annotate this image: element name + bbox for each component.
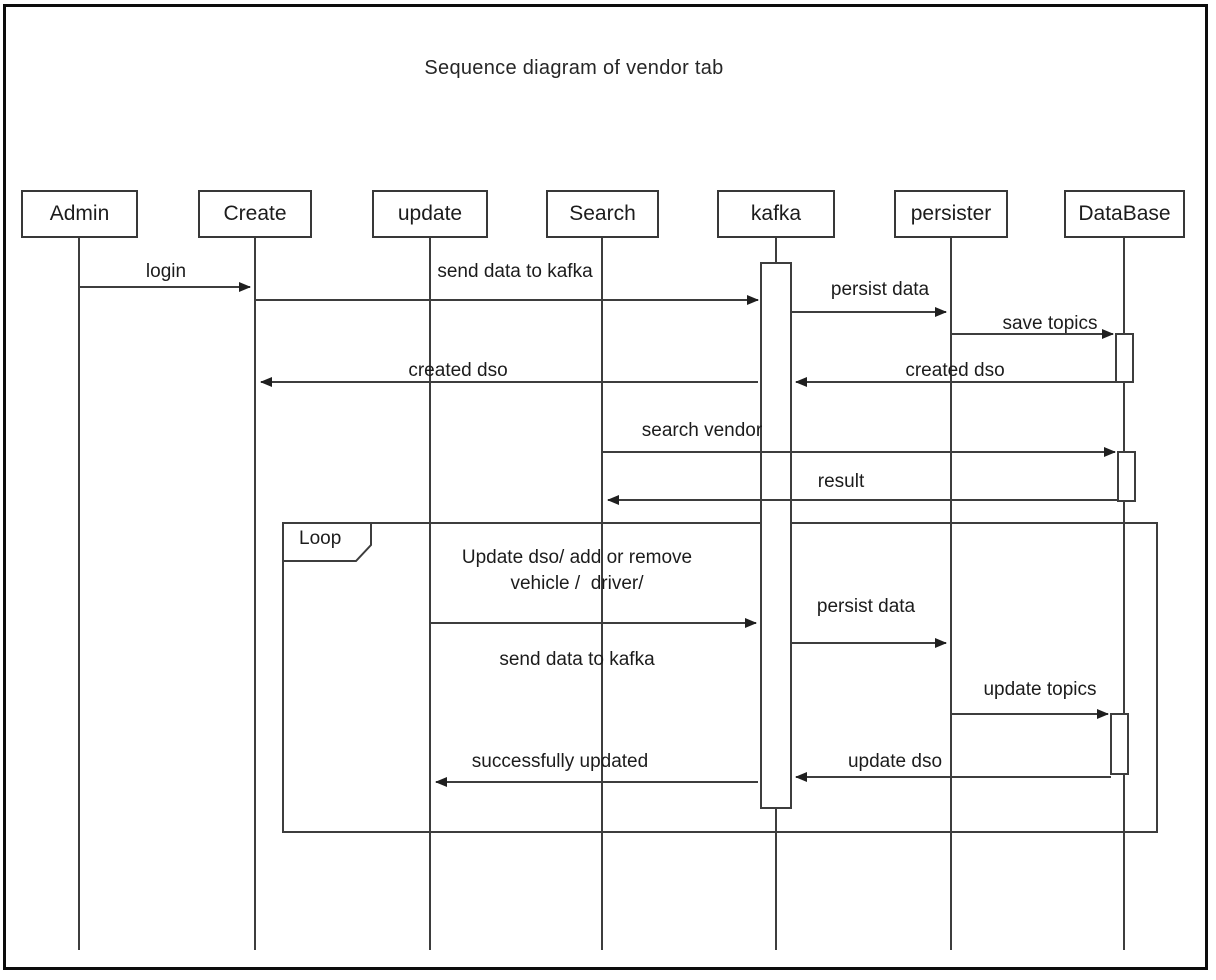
- message-label-update-dso: update dso: [847, 751, 943, 772]
- loop-tab: [283, 523, 372, 562]
- participant-create-label: Create: [223, 202, 287, 225]
- participant-persister: persister: [894, 190, 1008, 238]
- participant-update: update: [372, 190, 488, 238]
- participant-database: DataBase: [1064, 190, 1185, 238]
- activation-database-search: [1117, 451, 1136, 502]
- message-label-persist-data-2: persist data: [816, 596, 916, 617]
- diagram-outer-border: [3, 4, 1208, 970]
- participant-search-label: Search: [569, 202, 636, 225]
- participant-kafka: kafka: [717, 190, 835, 238]
- message-label-search-vendor: search vendor: [641, 420, 763, 441]
- message-label-successfully-updated: successfully updated: [471, 751, 649, 772]
- participant-create: Create: [198, 190, 312, 238]
- loop-operator-label: Loop: [299, 528, 342, 549]
- message-label-created-dso-right: created dso: [905, 360, 1005, 381]
- message-label-send-data-to-kafka-2: send data to kafka: [499, 649, 655, 670]
- participant-admin: Admin: [21, 190, 138, 238]
- message-label-persist-data-1: persist data: [830, 279, 930, 300]
- activation-database-update: [1110, 713, 1129, 775]
- loop-frame: [282, 522, 1158, 833]
- message-label-send-data-to-kafka: send data to kafka: [437, 261, 593, 282]
- message-label-login: login: [145, 261, 187, 282]
- message-label-result: result: [817, 471, 865, 492]
- participant-search: Search: [546, 190, 659, 238]
- message-label-update-request-line1: Update dso/ add or remove: [461, 547, 693, 568]
- participant-kafka-label: kafka: [750, 202, 802, 225]
- participant-update-label: update: [397, 202, 463, 225]
- activation-kafka: [760, 262, 792, 809]
- diagram-title: Sequence diagram of vendor tab: [424, 57, 724, 79]
- activation-database-save: [1115, 333, 1134, 383]
- participant-database-label: DataBase: [1078, 202, 1171, 225]
- message-label-created-dso-left: created dso: [408, 360, 508, 381]
- message-label-save-topics: save topics: [1002, 313, 1098, 334]
- message-label-update-topics: update topics: [983, 679, 1097, 700]
- message-label-update-request-line2: vehicle / driver/: [510, 573, 644, 594]
- participant-persister-label: persister: [910, 202, 992, 225]
- participant-admin-label: Admin: [49, 202, 110, 225]
